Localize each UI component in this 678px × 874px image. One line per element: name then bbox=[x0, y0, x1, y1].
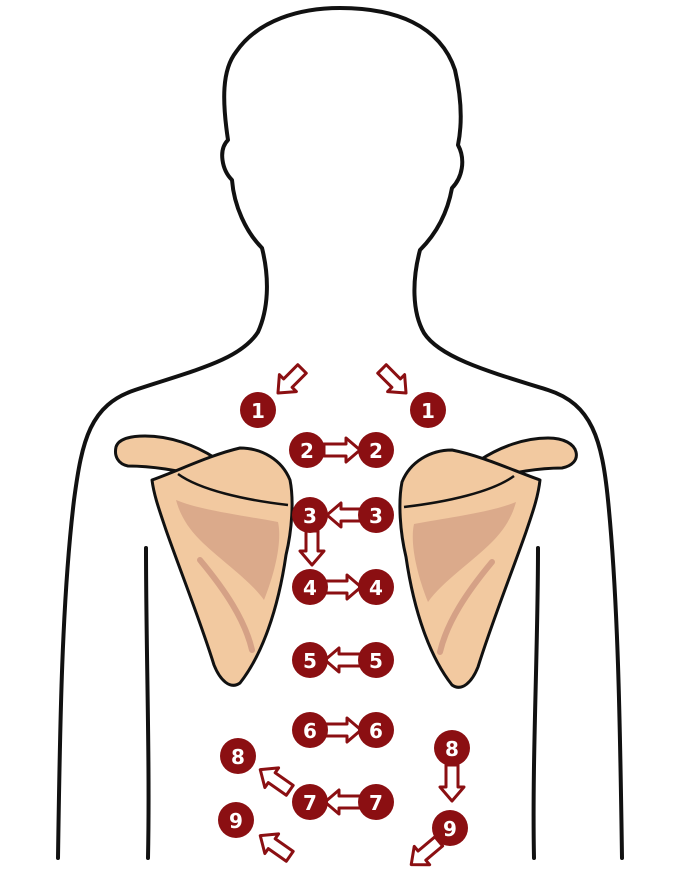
marker-m3-left: 3 bbox=[292, 497, 328, 533]
marker-m2-left: 2 bbox=[289, 432, 325, 468]
marker-m9-right: 9 bbox=[432, 810, 468, 846]
marker-circle bbox=[292, 569, 328, 605]
arrow-up-left-icon bbox=[258, 832, 295, 863]
marker-circle bbox=[292, 712, 328, 748]
arrow-left-icon bbox=[323, 788, 363, 816]
marker-label: 7 bbox=[369, 791, 383, 815]
marker-circle bbox=[292, 642, 328, 678]
marker-circle bbox=[289, 432, 325, 468]
marker-label: 5 bbox=[303, 649, 317, 673]
marker-m5-right: 5 bbox=[358, 642, 394, 678]
marker-label: 3 bbox=[303, 504, 317, 528]
marker-circle bbox=[292, 497, 328, 533]
marker-label: 2 bbox=[369, 439, 383, 463]
marker-m1-left: 1 bbox=[240, 392, 276, 428]
arrow-right-icon bbox=[322, 436, 362, 464]
marker-label: 8 bbox=[231, 745, 245, 769]
marker-label: 4 bbox=[303, 576, 317, 600]
marker-label: 5 bbox=[369, 649, 383, 673]
marker-m7-left: 7 bbox=[292, 784, 328, 820]
right-scapula bbox=[398, 436, 578, 689]
marker-m2-right: 2 bbox=[358, 432, 394, 468]
marker-circle bbox=[410, 392, 446, 428]
arrow-right-icon bbox=[323, 573, 363, 601]
marker-m8-right: 8 bbox=[434, 730, 470, 766]
body-silhouette bbox=[56, 6, 624, 860]
marker-m3-right: 3 bbox=[358, 497, 394, 533]
marker-label: 1 bbox=[251, 399, 265, 423]
arrow-down-left-icon bbox=[276, 363, 308, 395]
marker-label: 4 bbox=[369, 576, 383, 600]
marker-label: 1 bbox=[421, 399, 435, 423]
marker-label: 7 bbox=[303, 791, 317, 815]
marker-circle bbox=[358, 642, 394, 678]
marker-m8-left: 8 bbox=[220, 738, 256, 774]
marker-circle bbox=[292, 784, 328, 820]
marker-circle bbox=[358, 712, 394, 748]
marker-label: 6 bbox=[369, 719, 383, 743]
arrows-layer bbox=[258, 363, 466, 867]
left-arm-inner-line bbox=[144, 546, 151, 860]
marker-m4-left: 4 bbox=[292, 569, 328, 605]
marker-circle bbox=[220, 738, 256, 774]
marker-m4-right: 4 bbox=[358, 569, 394, 605]
arrow-down-icon bbox=[438, 763, 466, 803]
marker-m1-right: 1 bbox=[410, 392, 446, 428]
arrow-down-left-icon bbox=[409, 835, 445, 867]
marker-circle bbox=[432, 810, 468, 846]
marker-m6-right: 6 bbox=[358, 712, 394, 748]
marker-circle bbox=[358, 784, 394, 820]
arrow-down-icon bbox=[298, 529, 326, 567]
markers-layer: 1 1 2 2 3 3 4 4 5 5 6 6 7 7 8 8 9 9 bbox=[218, 392, 470, 846]
marker-m7-right: 7 bbox=[358, 784, 394, 820]
marker-circle bbox=[358, 432, 394, 468]
arrow-left-icon bbox=[325, 501, 365, 529]
marker-circle bbox=[358, 569, 394, 605]
arrow-up-left-icon bbox=[258, 766, 295, 797]
marker-label: 2 bbox=[300, 439, 314, 463]
marker-label: 8 bbox=[445, 737, 459, 761]
marker-circle bbox=[240, 392, 276, 428]
arrow-left-icon bbox=[323, 646, 363, 674]
arrow-down-right-icon bbox=[376, 363, 408, 395]
marker-circle bbox=[434, 730, 470, 766]
marker-circle bbox=[218, 802, 254, 838]
arrow-right-icon bbox=[323, 716, 363, 744]
marker-label: 6 bbox=[303, 719, 317, 743]
marker-label: 3 bbox=[369, 504, 383, 528]
right-arm-inner-line bbox=[531, 546, 540, 860]
marker-m6-left: 6 bbox=[292, 712, 328, 748]
marker-m9-left: 9 bbox=[218, 802, 254, 838]
left-scapula bbox=[114, 434, 294, 687]
marker-circle bbox=[358, 497, 394, 533]
marker-m5-left: 5 bbox=[292, 642, 328, 678]
marker-label: 9 bbox=[229, 809, 243, 833]
marker-label: 9 bbox=[443, 817, 457, 841]
